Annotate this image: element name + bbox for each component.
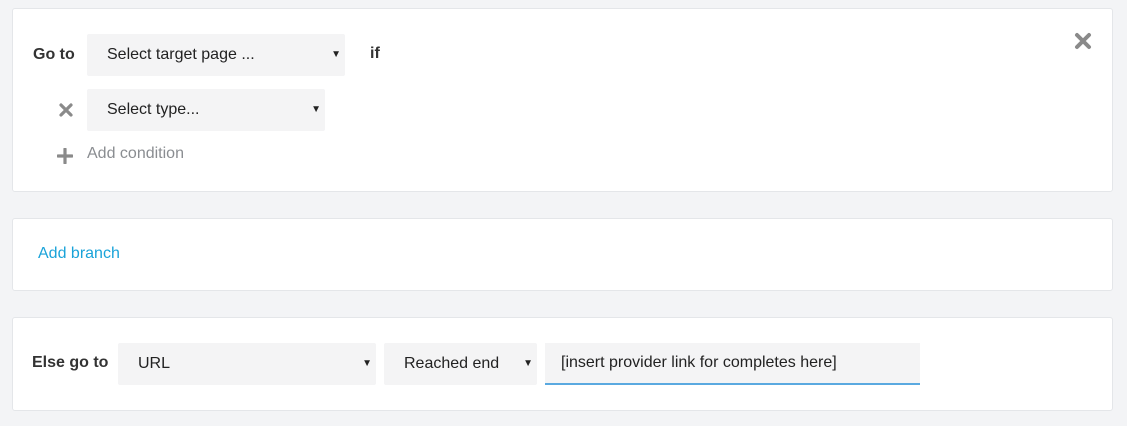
goto-label: Go to <box>33 46 75 63</box>
else-branch-card: Else go to URL ▼ Reached end ▼ <box>12 317 1113 411</box>
if-label: if <box>370 45 380 62</box>
provider-url-input[interactable] <box>545 343 920 385</box>
condition-type-select-value: Select type... <box>107 101 200 118</box>
else-destination-select-value: URL <box>138 355 171 372</box>
else-goto-label: Else go to <box>32 354 109 371</box>
add-branch-card: Add branch <box>12 218 1113 291</box>
plus-icon[interactable] <box>56 147 74 169</box>
condition-type-select[interactable]: Select type... ▼ <box>87 89 325 131</box>
chevron-down-icon: ▼ <box>362 358 372 369</box>
add-branch-link[interactable]: Add branch <box>38 245 120 262</box>
chevron-down-icon: ▼ <box>523 358 533 369</box>
close-icon[interactable] <box>1074 32 1092 55</box>
remove-condition-icon[interactable] <box>59 103 73 122</box>
chevron-down-icon: ▼ <box>311 104 321 115</box>
branch-card: Go to Select target page ... ▼ if Select… <box>12 8 1113 192</box>
add-condition-link[interactable]: Add condition <box>87 145 184 162</box>
else-status-select[interactable]: Reached end ▼ <box>384 343 537 385</box>
target-page-select[interactable]: Select target page ... ▼ <box>87 34 345 76</box>
target-page-select-value: Select target page ... <box>107 46 255 63</box>
chevron-down-icon: ▼ <box>331 49 341 60</box>
else-destination-select[interactable]: URL ▼ <box>118 343 376 385</box>
else-status-select-value: Reached end <box>404 355 500 372</box>
